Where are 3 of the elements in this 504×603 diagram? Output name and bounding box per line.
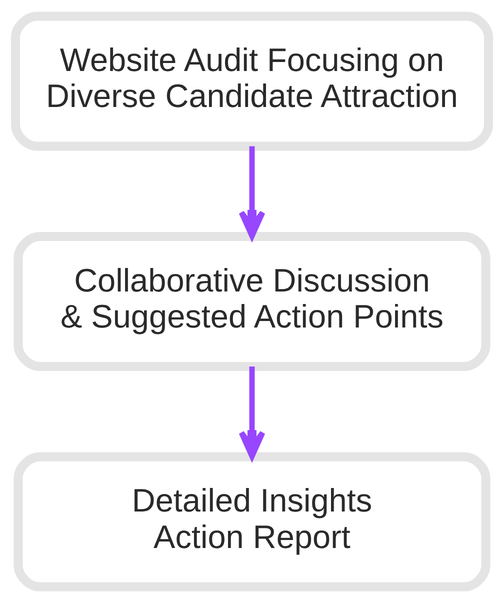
- node-box: Website Audit Focusing on Diverse Candidate Attraction: [10, 12, 494, 151]
- node-box: Detailed Insights Action Report: [14, 452, 490, 592]
- node-box: Collaborative Discussion & Suggested Action Points: [14, 232, 490, 372]
